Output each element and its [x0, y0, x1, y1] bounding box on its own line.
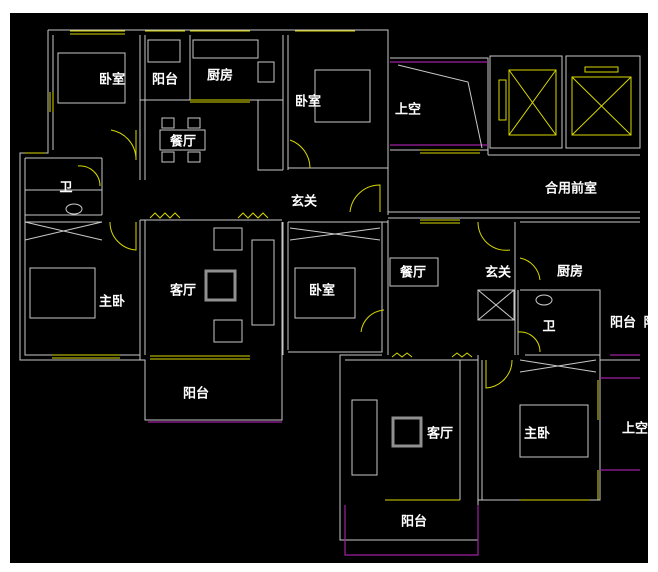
room-label-dining: 餐厅 [399, 265, 427, 281]
room-label-bathroom: 卫 [542, 319, 556, 335]
room-label-shared-lobby: 合用前室 [544, 181, 598, 197]
room-label-foyer: 玄关 [484, 265, 512, 281]
elevator-shafts [397, 55, 641, 149]
room-label-balcony: 阳台 [182, 386, 210, 402]
room-label-living-room: 客厅 [169, 283, 197, 299]
room-label-master-bedroom: 主卧 [523, 426, 551, 442]
furniture [24, 39, 597, 476]
room-label-bathroom: 卫 [59, 180, 73, 196]
room-label-bedroom: 卧室 [308, 283, 336, 299]
room-label-dining: 餐厅 [169, 134, 197, 150]
room-label-kitchen: 厨房 [206, 68, 234, 84]
room-label-master-bedroom: 主卧 [98, 294, 126, 310]
room-label-balcony: 阳台 [151, 72, 179, 88]
room-label-bedroom: 卧室 [294, 94, 322, 110]
floor-plan-drawing [19, 29, 641, 556]
room-label-kitchen: 厨房 [556, 264, 584, 280]
room-label-balcony: 阳台 [400, 514, 428, 530]
room-label-bedroom: 卧室 [98, 72, 126, 88]
balcony-edges [148, 61, 640, 556]
drawing-canvas[interactable]: 卧室 阳台 厨房 餐厅 卧室 上空 合用前室 卫 玄关 主卧 客厅 卧室 餐厅 … [10, 13, 657, 563]
room-label-living-room: 客厅 [426, 426, 454, 442]
windows [25, 30, 599, 501]
room-label-balcony-partial: 阳 [643, 315, 657, 331]
room-label-foyer: 玄关 [290, 194, 318, 210]
room-label-void: 上空 [621, 421, 649, 437]
room-label-balcony: 阳台 [609, 315, 637, 331]
room-label-void: 上空 [394, 102, 422, 118]
